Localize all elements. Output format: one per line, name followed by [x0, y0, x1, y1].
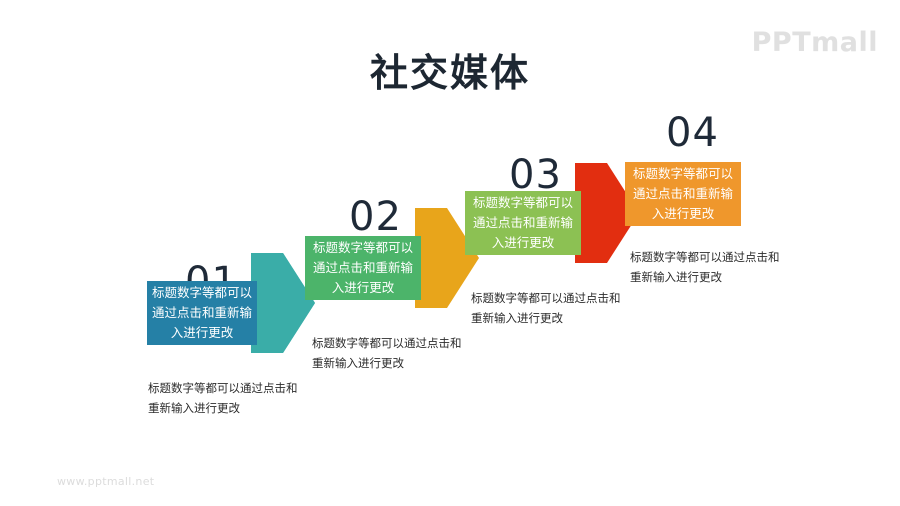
step-caption-02: 标题数字等都可以通过点击和重新输入进行更改 — [312, 336, 462, 370]
footer-url: www.pptmall.net — [57, 475, 155, 488]
step-box-text-02: 标题数字等都可以通过点击和重新输入进行更改 — [312, 239, 413, 296]
page-title: 社交媒体 — [369, 51, 530, 95]
step-box-text-01: 标题数字等都可以通过点击和重新输入进行更改 — [151, 284, 252, 341]
step-caption-01: 标题数字等都可以通过点击和重新输入进行更改 — [148, 381, 298, 415]
step-box-03[interactable]: 标题数字等都可以通过点击和重新输入进行更改 — [465, 191, 581, 255]
step-box-text-03: 标题数字等都可以通过点击和重新输入进行更改 — [472, 194, 573, 251]
pptmall-logo: PPTmall — [751, 27, 878, 58]
step-number-02: 02 — [349, 194, 402, 240]
step-box-text-04: 标题数字等都可以通过点击和重新输入进行更改 — [632, 165, 733, 222]
step-box-01[interactable]: 标题数字等都可以通过点击和重新输入进行更改 — [147, 281, 257, 345]
step-number-03: 03 — [509, 152, 562, 198]
step-number-04: 04 — [666, 110, 719, 156]
step-caption-03: 标题数字等都可以通过点击和重新输入进行更改 — [471, 291, 621, 325]
step-box-04[interactable]: 标题数字等都可以通过点击和重新输入进行更改 — [625, 162, 741, 226]
step-box-02[interactable]: 标题数字等都可以通过点击和重新输入进行更改 — [305, 236, 421, 300]
step-caption-04: 标题数字等都可以通过点击和重新输入进行更改 — [630, 250, 780, 284]
